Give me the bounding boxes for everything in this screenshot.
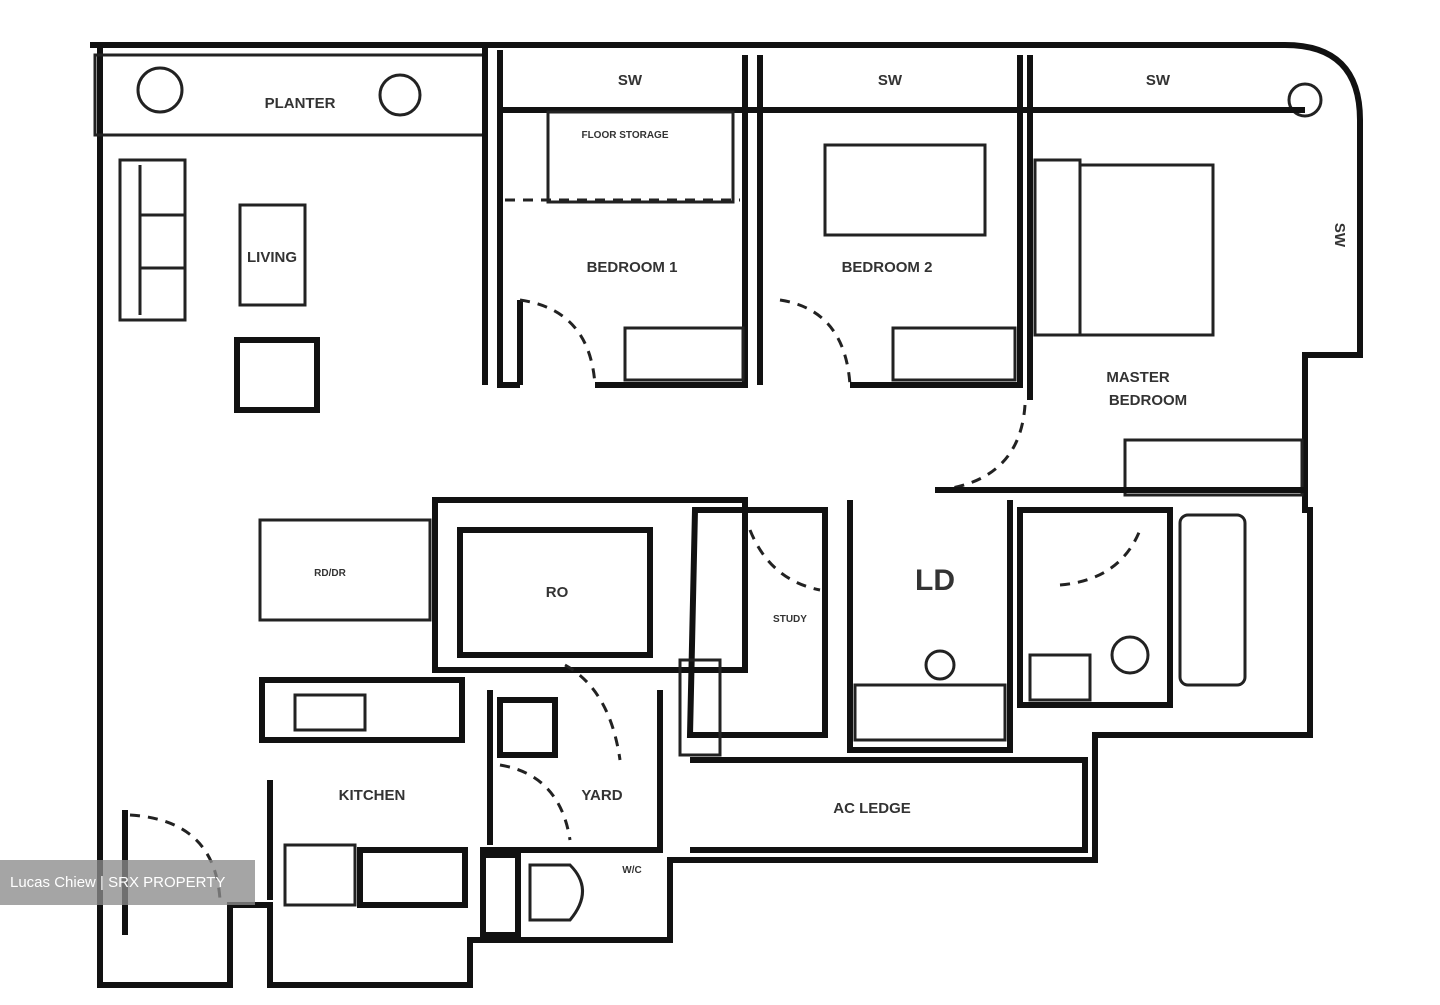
room-label-ac-ledge: AC LEDGE <box>833 800 911 817</box>
room-label-master: BEDROOM <box>1109 392 1187 409</box>
toilet-icon <box>1110 635 1150 675</box>
bathtub <box>1178 513 1247 687</box>
bed <box>546 110 735 204</box>
room-label-sw: SW <box>1331 223 1348 248</box>
master-bed <box>1078 163 1215 337</box>
hob <box>357 847 468 908</box>
shower <box>678 658 722 757</box>
room-label-living: LIVING <box>247 249 297 266</box>
kitchen-sink <box>293 693 367 732</box>
room-label-floor-storage: FLOOR STORAGE <box>581 130 668 141</box>
column-icon <box>1287 82 1323 118</box>
sink <box>1028 653 1092 702</box>
watermark: Lucas Chiew | SRX PROPERTY <box>0 860 255 905</box>
ac-ledge <box>690 757 1088 853</box>
dining-table <box>258 518 432 622</box>
toilet-icon <box>924 649 956 681</box>
armchair <box>234 337 320 413</box>
room-label-sw: SW <box>1146 72 1171 89</box>
ro-box <box>457 527 653 658</box>
wc-toilet <box>528 863 584 922</box>
wardrobe <box>1123 438 1304 497</box>
door-swing <box>779 298 852 386</box>
main-door-swing <box>129 813 222 901</box>
bed <box>823 143 987 237</box>
room-label-planter: PLANTER <box>265 95 336 112</box>
room-label-master: MASTER <box>1106 369 1170 386</box>
door-swing <box>519 298 597 386</box>
room-label-sw: SW <box>618 72 643 89</box>
washer <box>497 697 558 758</box>
wardrobe <box>891 326 1017 382</box>
room-label-bedroom-2: BEDROOM 2 <box>842 259 933 276</box>
plant-icon <box>136 66 184 114</box>
outer-wall <box>97 42 1363 988</box>
room-label-ld: LD <box>915 564 955 597</box>
bedroom-partitions <box>595 55 1033 400</box>
room-label-study: STUDY <box>773 614 807 625</box>
room-label-dining: RD/DR <box>314 568 346 579</box>
room-label-bedroom-1: BEDROOM 1 <box>587 259 678 276</box>
plant-icon <box>378 73 422 117</box>
door-swing <box>939 404 1027 492</box>
wardrobe <box>623 326 745 382</box>
bath-walls <box>686 500 1013 753</box>
room-label-kitchen: KITCHEN <box>339 787 406 804</box>
room-label-ro: RO <box>546 584 569 601</box>
room-label-yard: YARD <box>581 787 622 804</box>
room-label-sw: SW <box>878 72 903 89</box>
master-bath-walls <box>1017 507 1173 708</box>
sofa <box>118 158 187 322</box>
coffee-table <box>238 203 307 307</box>
ro-wall <box>432 497 748 673</box>
room-label-wc: W/C <box>622 865 641 876</box>
yard-walls <box>480 690 663 853</box>
kitchen-counter <box>259 677 465 743</box>
bedroom-walls <box>482 45 1305 388</box>
bedside <box>1033 158 1082 337</box>
